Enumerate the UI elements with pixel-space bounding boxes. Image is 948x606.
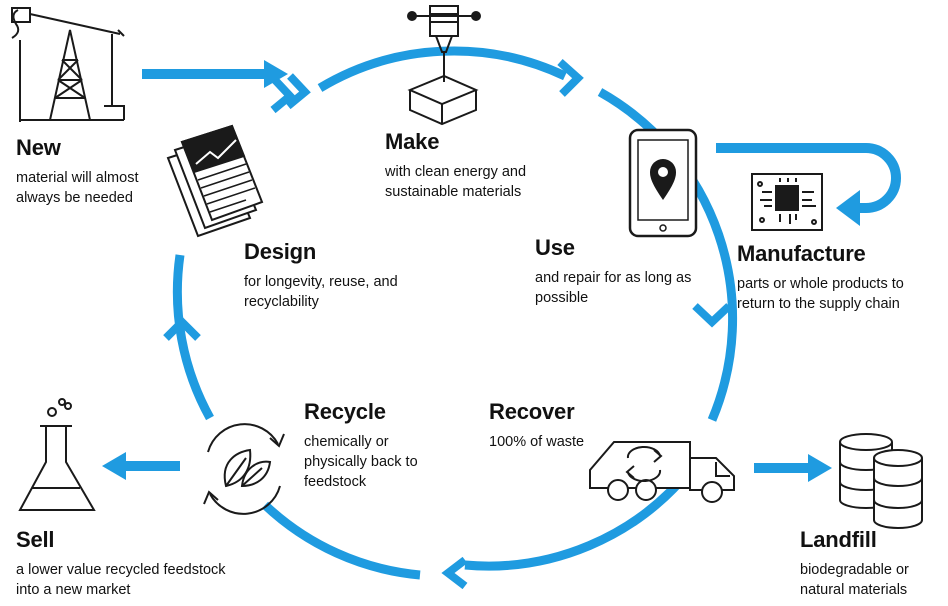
node-design-title: Design [244,239,317,264]
node-landfill-title: Landfill [800,527,877,552]
node-new-body: material will almost always be needed [16,170,139,206]
node-recycle-body: chemically or physically back to feedsto… [304,434,418,490]
node-use-body: and repair for as long as possible [535,270,692,306]
node-new: New material will almost always be neede… [16,136,166,208]
use-to-manufacture-arrow [716,143,901,213]
node-recover: Recover 100% of waste [489,400,629,452]
chevron-design-up [163,316,201,341]
node-recover-body: 100% of waste [489,434,585,450]
cycle-ring-bottom [464,467,694,571]
documents-chart-icon [166,124,264,238]
cycle-ring-top [317,46,567,92]
node-sell-title: Sell [16,527,55,552]
leaf-cycle-icon [203,423,285,515]
cycle-ring-left [172,254,214,421]
oil-pump-jack-icon [11,7,125,122]
node-make-body: with clean energy and sustainable materi… [385,164,527,200]
flask-icon [18,398,96,511]
node-sell: Sell a lower value recycled feedstock in… [16,528,241,600]
node-new-title: New [16,135,61,160]
node-landfill: Landfill biodegradable or natural materi… [800,528,940,600]
cycle-ring-lower-left [261,501,421,580]
node-recycle: Recycle chemically or physically back to… [304,400,444,492]
node-manufacture-body: parts or whole products to return to the… [737,276,904,312]
circuit-chip-icon [751,173,823,231]
node-recover-title: Recover [489,399,575,424]
node-design: Design for longevity, reuse, and recycla… [244,240,404,312]
node-design-body: for longevity, reuse, and recyclability [244,274,398,310]
node-make-title: Make [385,129,440,154]
chevron-use-in [557,59,584,97]
node-manufacture: Manufacture parts or whole products to r… [737,242,915,314]
chevron-make-in-2 [270,77,296,114]
node-landfill-body: biodegradable or natural materials [800,562,909,598]
recycling-truck-icon [589,441,735,503]
node-sell-body: a lower value recycled feedstock into a … [16,562,226,598]
cycle-ring-right [597,88,738,422]
node-use-title: Use [535,235,575,260]
chevron-recover [692,303,732,328]
node-make: Make with clean energy and sustainable m… [385,130,560,202]
chevron-make-in [285,73,311,110]
tablet-map-pin-icon [628,128,698,238]
node-manufacture-title: Manufacture [737,241,866,266]
barrels-icon [839,433,923,529]
cnc-machine-icon [407,5,481,126]
node-use: Use and repair for as long as possible [535,236,700,308]
chevron-recycle [441,556,468,590]
node-recycle-title: Recycle [304,399,386,424]
